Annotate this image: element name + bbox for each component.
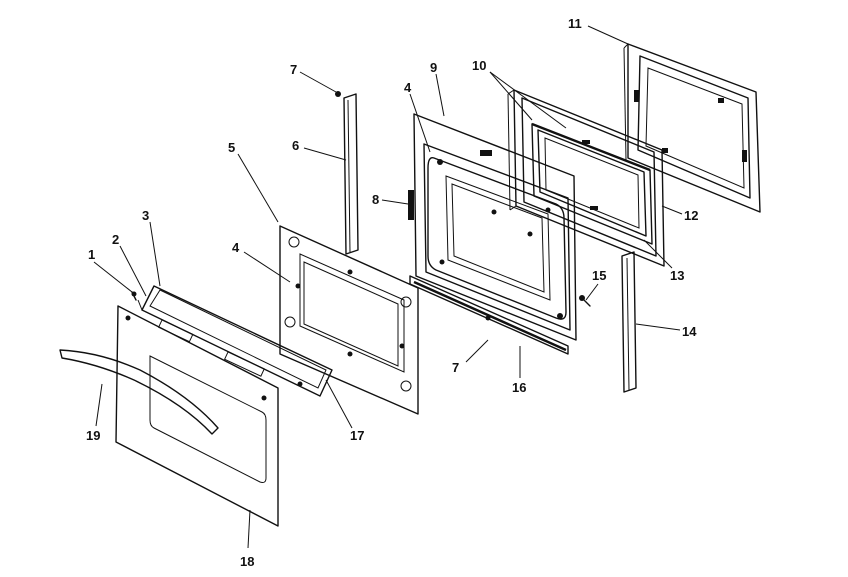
part-9-inner-panel — [408, 113, 577, 341]
part-6-side-trim — [335, 91, 359, 255]
callout-16: 16 — [512, 380, 526, 395]
callout-13: 13 — [670, 268, 684, 283]
part-15-screw — [579, 295, 591, 307]
callout-4b: 4 — [404, 80, 412, 95]
callout-labels: 1 2 3 4 5 6 7 8 4 9 10 11 12 13 14 15 16… — [86, 16, 698, 569]
callout-4a: 4 — [232, 240, 240, 255]
part-16-bottom-trim — [409, 275, 569, 355]
callout-1: 1 — [88, 247, 95, 262]
part-5-middle-panel — [279, 225, 419, 415]
callout-15: 15 — [592, 268, 606, 283]
callout-9: 9 — [430, 60, 437, 75]
callout-18: 18 — [240, 554, 254, 569]
part-19-handle — [59, 349, 219, 435]
callout-6: 6 — [292, 138, 299, 153]
callout-7a: 7 — [290, 62, 297, 77]
callout-19: 19 — [86, 428, 100, 443]
part-14-side-trim — [621, 251, 637, 393]
callout-10: 10 — [472, 58, 486, 73]
part-12-outer-frame — [507, 89, 665, 267]
callout-11: 11 — [568, 16, 582, 31]
part-1-clip — [131, 291, 137, 301]
callout-3: 3 — [142, 208, 149, 223]
callout-12: 12 — [684, 208, 698, 223]
callout-17: 17 — [350, 428, 364, 443]
callout-7b: 7 — [452, 360, 459, 375]
part-18-outer-panel — [115, 305, 279, 527]
callout-14: 14 — [682, 324, 697, 339]
part-11-rear-frame — [623, 43, 761, 213]
callout-8: 8 — [372, 192, 379, 207]
part-3-vent-trim — [137, 285, 333, 397]
part-10-glass-pack — [531, 122, 653, 245]
leader-lines — [93, 25, 683, 549]
callout-2: 2 — [112, 232, 119, 247]
callout-5: 5 — [228, 140, 235, 155]
